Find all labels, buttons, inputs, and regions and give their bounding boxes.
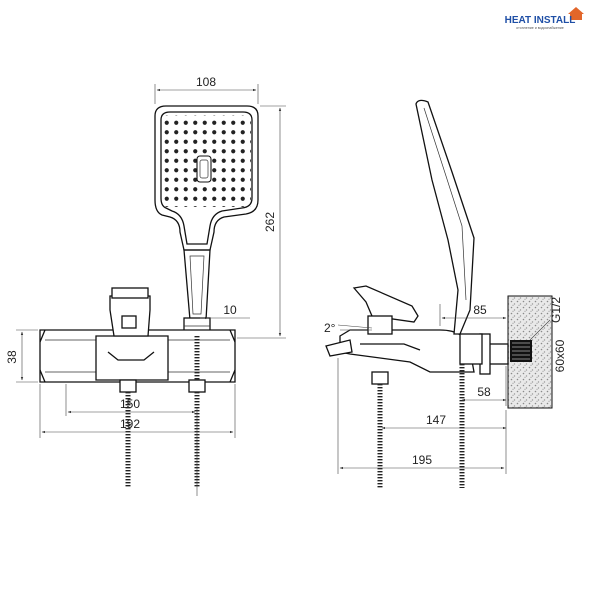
dim-wall-offset: 58 <box>477 385 491 399</box>
dim-handshower-width: 108 <box>196 75 216 89</box>
dim-inlet-spacing: 150 <box>120 397 140 411</box>
mixer-body-side <box>339 329 475 373</box>
hand-shower-handle <box>183 249 211 321</box>
dim-total-projection: 195 <box>412 453 432 467</box>
logo: HEAT INSTALL отопление и водоснабжение <box>505 7 584 30</box>
spray-selector-icon <box>196 155 212 183</box>
logo-tagline: отопление и водоснабжение <box>516 26 564 30</box>
dim-holder-offset: 10 <box>223 303 237 317</box>
dim-handshower-height: 262 <box>263 212 277 232</box>
eccentric-connector <box>487 343 509 365</box>
hand-shower-side <box>415 99 475 335</box>
left-inlet-connector <box>119 379 137 393</box>
dim-flange-size: 60x60 <box>553 339 567 372</box>
mixer-lever[interactable] <box>111 287 149 299</box>
right-inlet-connector <box>188 379 206 393</box>
mixer-lever-side[interactable] <box>352 285 419 323</box>
hand-shower-head <box>154 105 259 251</box>
dim-tilt-angle: 2° <box>324 321 336 335</box>
front-view: 108 262 10 38 150 192 <box>5 75 286 496</box>
dim-body-height: 38 <box>5 350 19 364</box>
side-view: 2° 85 G1/2 60x60 58 147 195 <box>324 99 567 488</box>
dim-wall-depth: 85 <box>473 303 487 317</box>
dim-body-width: 192 <box>120 417 140 431</box>
logo-name: HEAT INSTALL <box>505 15 576 26</box>
spout <box>325 339 353 357</box>
shower-holder-side <box>459 333 483 365</box>
house-icon <box>568 7 584 20</box>
dim-spout-projection: 147 <box>426 413 446 427</box>
dim-thread: G1/2 <box>549 297 563 323</box>
